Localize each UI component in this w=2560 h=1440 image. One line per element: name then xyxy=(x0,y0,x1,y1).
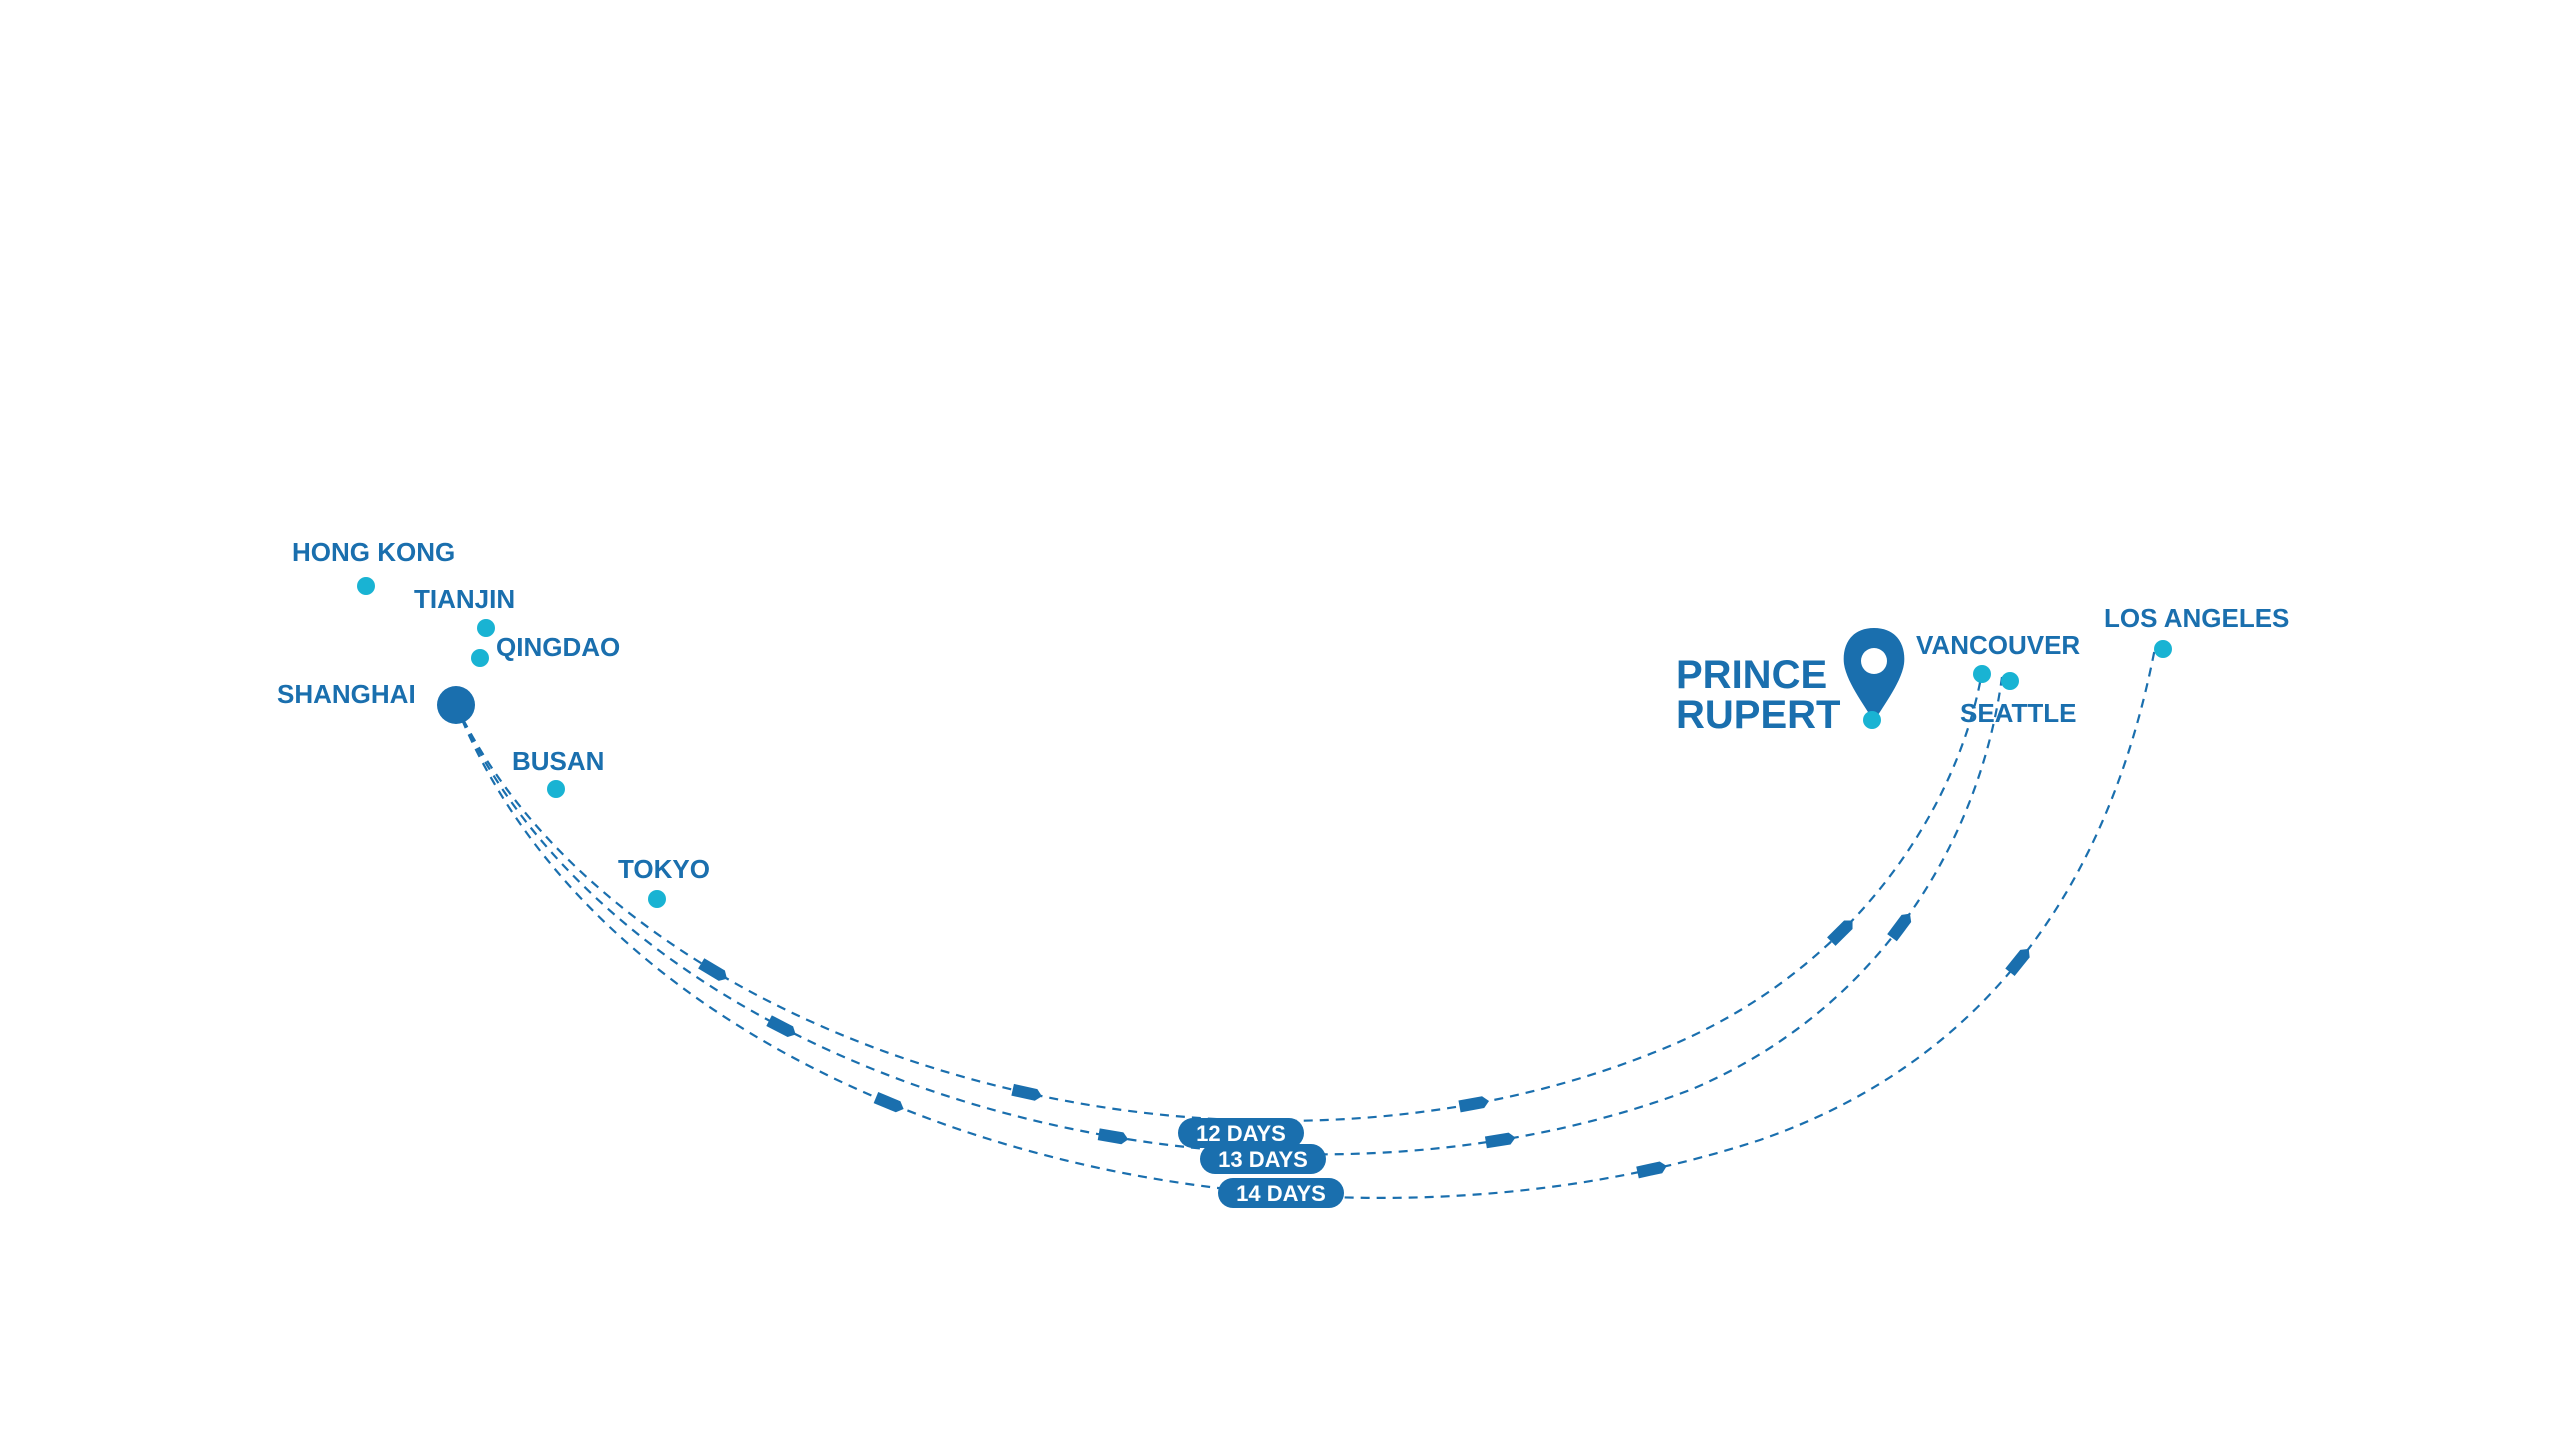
svg-text:PRINCE: PRINCE xyxy=(1676,653,1827,697)
asia-ports: HONG KONG TIANJIN QINGDAO SHANGHAI BUSAN… xyxy=(277,537,710,908)
svg-text:14 DAYS: 14 DAYS xyxy=(1236,1181,1326,1206)
ship-marker xyxy=(1097,1128,1129,1145)
svg-text:SHANGHAI: SHANGHAI xyxy=(277,679,416,709)
port-tokyo: TOKYO xyxy=(618,854,710,908)
ship-marker xyxy=(1827,920,1853,946)
port-hong-kong: HONG KONG xyxy=(292,537,455,595)
days-label-12: 12 DAYS xyxy=(1178,1118,1304,1148)
ship-marker xyxy=(1458,1096,1490,1113)
svg-text:RUPERT: RUPERT xyxy=(1676,693,1840,737)
svg-text:13 DAYS: 13 DAYS xyxy=(1218,1147,1308,1172)
svg-text:QINGDAO: QINGDAO xyxy=(496,632,620,662)
day-labels: 12 DAYS 13 DAYS 14 DAYS xyxy=(1178,1118,1344,1208)
port-busan: BUSAN xyxy=(512,746,604,798)
port-vancouver: VANCOUVER xyxy=(1916,630,2080,683)
days-label-14: 14 DAYS xyxy=(1218,1178,1344,1208)
ship-marker xyxy=(698,958,727,981)
america-ports: PRINCE RUPERT VANCOUVER SEATTLE LOS ANGE… xyxy=(1676,603,2289,737)
ship-marker xyxy=(1484,1132,1516,1149)
svg-text:VANCOUVER: VANCOUVER xyxy=(1916,630,2080,660)
days-label-13: 13 DAYS xyxy=(1200,1144,1326,1174)
port-shanghai: SHANGHAI xyxy=(277,679,475,724)
map-pin-icon xyxy=(1843,628,1905,722)
port-tianjin: TIANJIN xyxy=(414,584,515,637)
ship-marker xyxy=(2005,948,2030,977)
ship-marker xyxy=(1636,1161,1667,1179)
svg-text:LOS ANGELES: LOS ANGELES xyxy=(2104,603,2289,633)
ship-markers xyxy=(698,913,2030,1200)
svg-text:SEATTLE: SEATTLE xyxy=(1960,698,2077,728)
route-vancouver xyxy=(455,671,1984,1122)
ship-marker xyxy=(873,1092,904,1113)
hub-prince-rupert: PRINCE RUPERT xyxy=(1676,628,1905,737)
routes xyxy=(454,647,2157,1200)
svg-text:TIANJIN: TIANJIN xyxy=(414,584,515,614)
route-seattle xyxy=(454,676,2004,1156)
svg-text:BUSAN: BUSAN xyxy=(512,746,604,776)
ship-marker xyxy=(766,1015,796,1038)
svg-text:TOKYO: TOKYO xyxy=(618,854,710,884)
ship-marker xyxy=(1011,1083,1042,1101)
route-los-angeles xyxy=(454,647,2157,1200)
port-los-angeles: LOS ANGELES xyxy=(2104,603,2289,658)
svg-text:HONG KONG: HONG KONG xyxy=(292,537,455,567)
port-qingdao: QINGDAO xyxy=(471,632,620,667)
port-seattle: SEATTLE xyxy=(1960,672,2077,728)
ship-marker xyxy=(1887,913,1912,942)
svg-text:12 DAYS: 12 DAYS xyxy=(1196,1121,1286,1146)
